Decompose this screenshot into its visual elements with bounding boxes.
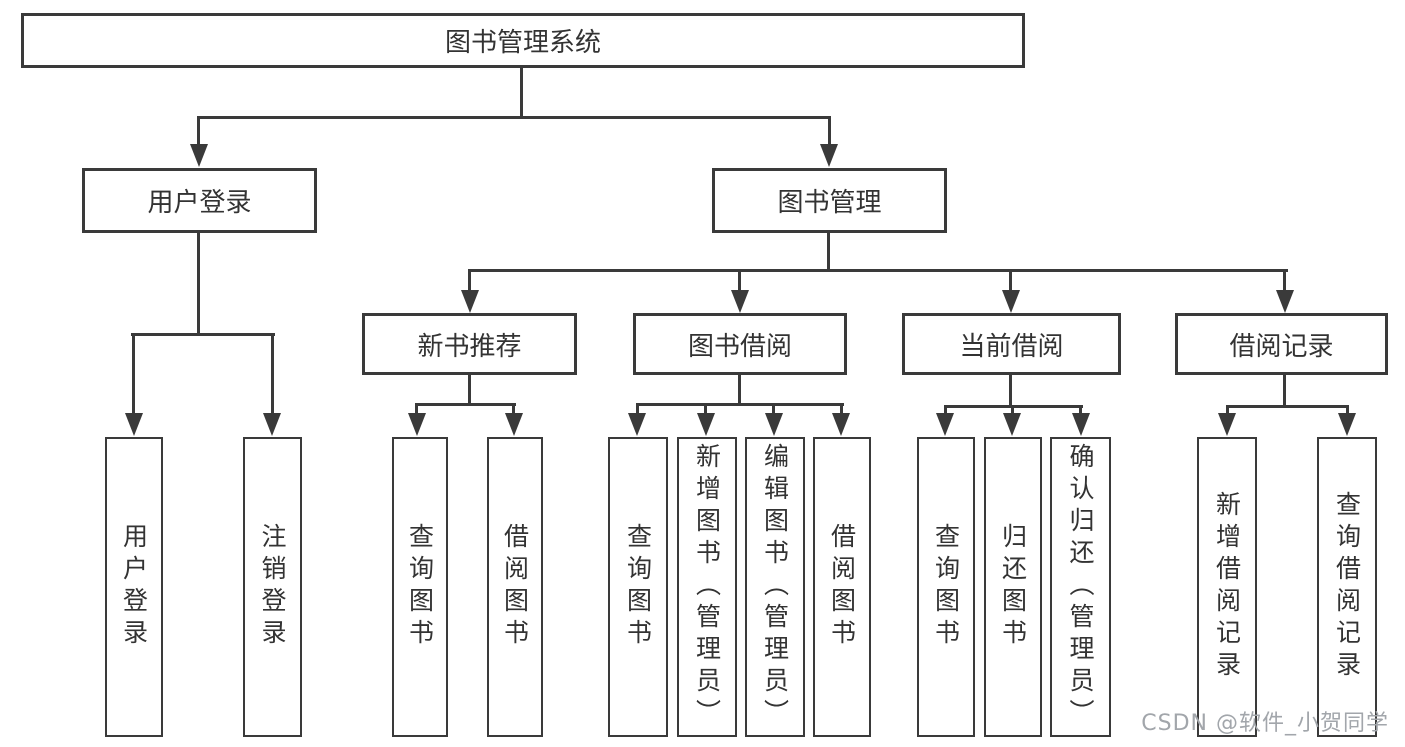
leaf-logout: 注销登录 bbox=[243, 437, 302, 737]
connector-drop-leaf bbox=[636, 403, 639, 414]
arrowhead-down-icon bbox=[408, 413, 426, 436]
arrowhead-down-icon bbox=[1338, 413, 1356, 436]
connector-drop-leaf bbox=[840, 403, 843, 414]
connector-group-rail bbox=[636, 403, 844, 406]
arrowhead-down-icon bbox=[461, 290, 479, 313]
connector-root-stem bbox=[520, 67, 523, 119]
arrowhead-down-icon bbox=[731, 290, 749, 313]
node-root-library-system: 图书管理系统 bbox=[21, 13, 1025, 68]
arrowhead-down-icon bbox=[190, 144, 208, 167]
connector-level2-rail bbox=[197, 116, 831, 119]
arrowhead-down-icon bbox=[125, 413, 143, 436]
leaf-edit-books-admin: 编辑图书（管理员） bbox=[745, 437, 805, 737]
arrowhead-down-icon bbox=[1072, 413, 1090, 436]
connector-group-rail bbox=[1226, 405, 1349, 408]
connector-drop-leaf bbox=[512, 403, 515, 414]
arrowhead-down-icon bbox=[697, 413, 715, 436]
connector-drop-leaf bbox=[1011, 405, 1014, 414]
connector-group-stem bbox=[1009, 374, 1012, 408]
arrowhead-down-icon bbox=[1218, 413, 1236, 436]
node-user-login: 用户登录 bbox=[82, 168, 317, 233]
arrowhead-down-icon bbox=[1003, 413, 1021, 436]
arrowhead-down-icon bbox=[936, 413, 954, 436]
leaf-query-borrow-record: 查询借阅记录 bbox=[1317, 437, 1377, 737]
arrowhead-down-icon bbox=[1276, 290, 1294, 313]
connector-drop-borrow-records bbox=[1283, 269, 1286, 291]
connector-drop-leaf bbox=[1226, 405, 1229, 414]
node-new-book-recommend: 新书推荐 bbox=[362, 313, 577, 375]
connector-drop-leaf bbox=[271, 333, 274, 413]
connector-user-login-rail bbox=[131, 333, 275, 336]
connector-drop-leaf bbox=[132, 333, 135, 413]
leaf-user-login: 用户登录 bbox=[105, 437, 163, 737]
connector-drop-leaf bbox=[1079, 405, 1082, 414]
connector-group-stem bbox=[738, 374, 741, 406]
leaf-query-books: 查询图书 bbox=[608, 437, 668, 737]
arrowhead-down-icon bbox=[1002, 290, 1020, 313]
leaf-query-books: 查询图书 bbox=[392, 437, 448, 737]
connector-group-stem bbox=[468, 374, 471, 406]
connector-group-stem bbox=[1283, 374, 1286, 408]
connector-drop-leaf bbox=[944, 405, 947, 414]
connector-drop-leaf bbox=[415, 403, 418, 414]
leaf-query-books: 查询图书 bbox=[917, 437, 975, 737]
watermark: CSDN @软件_小贺同学 bbox=[1141, 711, 1389, 736]
node-borrowing-records: 借阅记录 bbox=[1175, 313, 1388, 375]
connector-level3-rail bbox=[468, 269, 1288, 272]
connector-drop-book-mgmt bbox=[828, 116, 831, 148]
arrowhead-down-icon bbox=[628, 413, 646, 436]
arrowhead-down-icon bbox=[820, 144, 838, 167]
leaf-add-borrow-record: 新增借阅记录 bbox=[1197, 437, 1257, 737]
connector-group-rail bbox=[415, 403, 516, 406]
connector-book-mgmt-stem bbox=[827, 232, 830, 272]
leaf-return-books: 归还图书 bbox=[984, 437, 1042, 737]
node-book-management: 图书管理 bbox=[712, 168, 947, 233]
leaf-borrow-books: 借阅图书 bbox=[487, 437, 543, 737]
connector-user-login-stem bbox=[197, 232, 200, 336]
arrowhead-down-icon bbox=[505, 413, 523, 436]
connector-drop-leaf bbox=[704, 403, 707, 414]
leaf-confirm-return-admin: 确认归还（管理员） bbox=[1050, 437, 1111, 737]
connector-drop-current-borrow bbox=[1009, 269, 1012, 291]
connector-drop-new-book bbox=[468, 269, 471, 291]
node-book-borrowing: 图书借阅 bbox=[633, 313, 847, 375]
leaf-borrow-books: 借阅图书 bbox=[813, 437, 871, 737]
arrowhead-down-icon bbox=[765, 413, 783, 436]
arrowhead-down-icon bbox=[263, 413, 281, 436]
connector-drop-leaf bbox=[772, 403, 775, 414]
node-current-borrowing: 当前借阅 bbox=[902, 313, 1121, 375]
connector-drop-leaf bbox=[1346, 405, 1349, 414]
connector-drop-user-login bbox=[197, 116, 200, 148]
arrowhead-down-icon bbox=[832, 413, 850, 436]
connector-drop-book-borrow bbox=[738, 269, 741, 291]
leaf-add-books-admin: 新增图书（管理员） bbox=[677, 437, 737, 737]
